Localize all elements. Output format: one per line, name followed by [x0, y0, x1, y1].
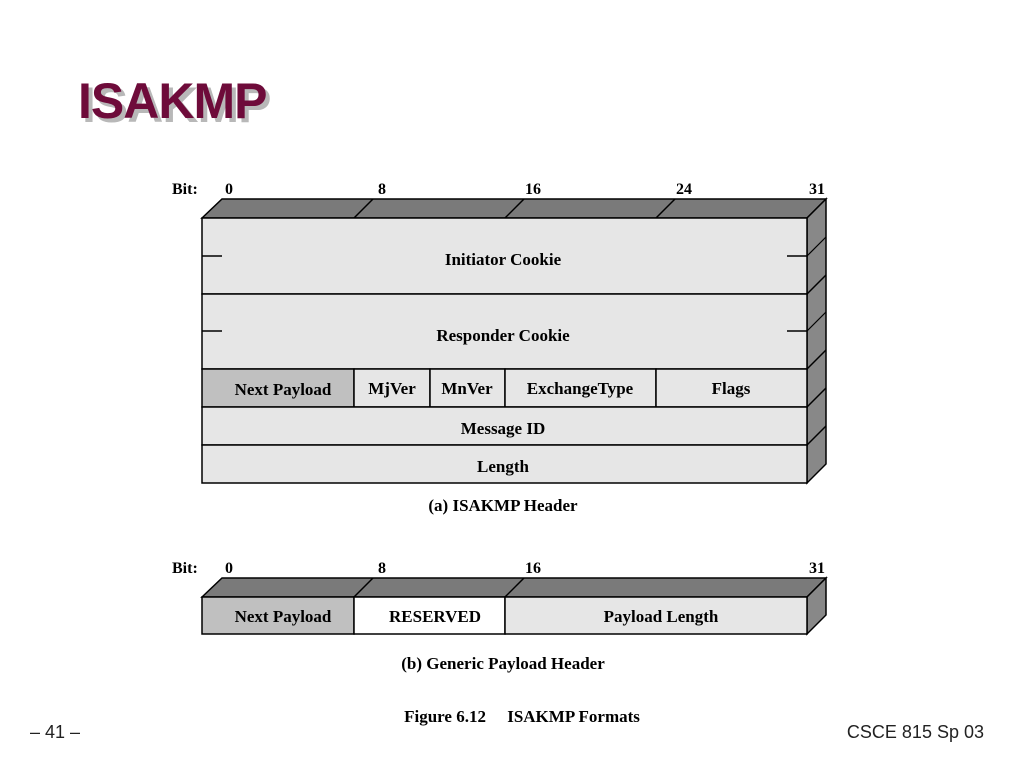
figure-caption: Figure 6.12 ISAKMP Formats: [404, 707, 640, 726]
bit-tick: 31: [809, 560, 825, 577]
bit-label: Bit:: [172, 560, 198, 577]
page-number: – 41 –: [30, 722, 81, 742]
field-next-payload: [201, 368, 355, 408]
top-face-divider: [504, 577, 525, 598]
bit-tick: 8: [378, 560, 386, 577]
field-message-id: [201, 406, 808, 446]
top-face-divider: [655, 198, 676, 219]
field-label: Next Payload: [235, 607, 332, 626]
field-label: Flags: [712, 379, 751, 398]
field-label: Initiator Cookie: [445, 250, 562, 269]
field-label: Next Payload: [235, 380, 332, 399]
generic-payload-header-diagram: Bit: 0 8 16 31 Next Payload RESERVED Pay…: [172, 560, 828, 673]
field-label: RESERVED: [389, 607, 481, 626]
side-face-divider: [806, 349, 827, 370]
field-flags: [655, 368, 808, 408]
bit-label: Bit:: [172, 181, 198, 198]
bit-tick: 24: [676, 181, 692, 198]
top-face-divider: [504, 198, 525, 219]
field-label: Payload Length: [604, 607, 719, 626]
field-label: Responder Cookie: [436, 326, 570, 345]
field-label: Message ID: [461, 419, 546, 438]
field-label: Length: [477, 457, 530, 476]
bit-tick: 8: [378, 181, 386, 198]
field-length: [201, 444, 808, 484]
side-face-divider: [806, 274, 827, 295]
isakmp-header-diagram: Bit: 0 8 16 24 31 Initiator Cookie Respo…: [172, 181, 828, 515]
bit-tick: 0: [225, 560, 233, 577]
payload-caption: (b) Generic Payload Header: [401, 654, 605, 673]
field-mnver: [429, 368, 506, 408]
field-label: ExchangeType: [527, 379, 634, 398]
field-next-payload: [201, 596, 355, 635]
top-face-divider: [353, 577, 374, 598]
course-label: CSCE 815 Sp 03: [846, 722, 984, 742]
side-face-divider: [806, 425, 827, 446]
top-face-divider: [353, 198, 374, 219]
field-label: MnVer: [441, 379, 493, 398]
header-caption: (a) ISAKMP Header: [428, 496, 578, 515]
bit-tick: 31: [809, 181, 825, 198]
field-mjver: [353, 368, 431, 408]
bit-tick: 16: [525, 560, 541, 577]
field-reserved: [353, 596, 506, 635]
field-payload-length: [504, 596, 808, 635]
bit-tick: 16: [525, 181, 541, 198]
field-label: MjVer: [368, 379, 416, 398]
side-face-divider: [806, 311, 827, 332]
bit-tick: 0: [225, 181, 233, 198]
header-side-face: [806, 197, 827, 485]
side-face-divider: [806, 387, 827, 408]
slide-title: ISAKMP: [78, 73, 267, 129]
side-face-divider: [806, 236, 827, 257]
